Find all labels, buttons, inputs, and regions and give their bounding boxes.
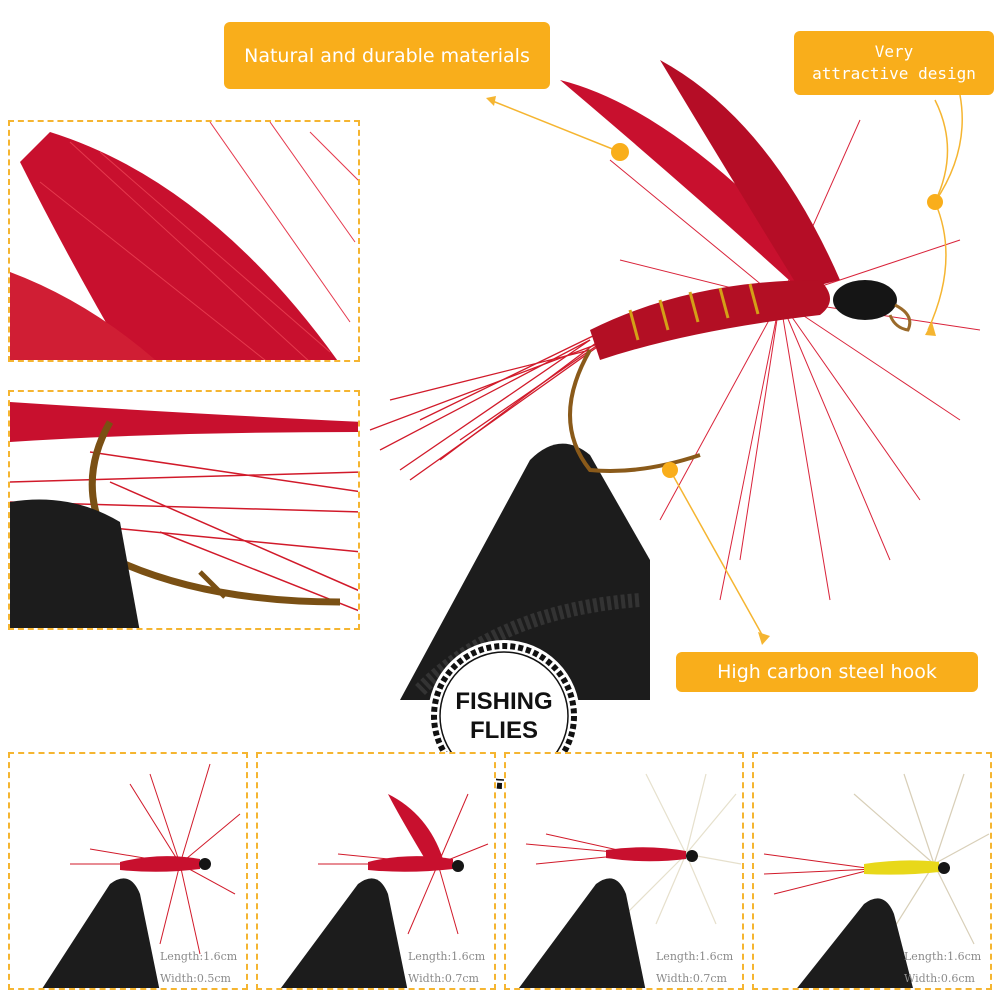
product-width-1: Width:0.5cm bbox=[160, 972, 231, 985]
callout-hook: High carbon steel hook bbox=[676, 652, 978, 692]
fly-head bbox=[833, 280, 897, 320]
callout-materials: Natural and durable materials bbox=[224, 22, 550, 89]
fly-body bbox=[590, 280, 830, 360]
product-image-4 bbox=[763, 773, 990, 988]
feather-closeup bbox=[10, 122, 358, 360]
main-fly-image bbox=[369, 60, 981, 700]
callout-design: Very attractive design bbox=[794, 31, 994, 95]
product-card-2: Length:1.6cm Width:0.7cm bbox=[256, 752, 496, 990]
product-image-2 bbox=[280, 793, 489, 988]
product-card-1: Length:1.6cm Width:0.5cm bbox=[8, 752, 248, 990]
detail-hook-panel bbox=[8, 390, 360, 630]
vise-jaw bbox=[400, 443, 650, 700]
product-length-4: Length:1.6cm bbox=[904, 950, 982, 963]
product-image-1 bbox=[42, 763, 241, 988]
product-length-3: Length:1.6cm bbox=[656, 950, 734, 963]
product-width-3: Width:0.7cm bbox=[656, 972, 727, 985]
product-image-3 bbox=[518, 773, 742, 988]
product-width-2: Width:0.7cm bbox=[408, 972, 479, 985]
product-length-2: Length:1.6cm bbox=[408, 950, 486, 963]
product-length-1: Length:1.6cm bbox=[160, 950, 238, 963]
product-width-4: Width:0.6cm bbox=[904, 972, 975, 985]
fly-tail bbox=[369, 334, 606, 481]
fly-wing-2 bbox=[660, 60, 840, 290]
fly-wing-1 bbox=[560, 80, 830, 290]
fly-hackle bbox=[609, 119, 981, 601]
product-card-4: Length:1.6cm Width:0.6cm bbox=[752, 752, 992, 990]
detail-feather-panel bbox=[8, 120, 360, 362]
fly-hook bbox=[568, 349, 701, 473]
product-card-3: Length:1.6cm Width:0.7cm bbox=[504, 752, 744, 990]
hook-closeup bbox=[10, 402, 358, 628]
